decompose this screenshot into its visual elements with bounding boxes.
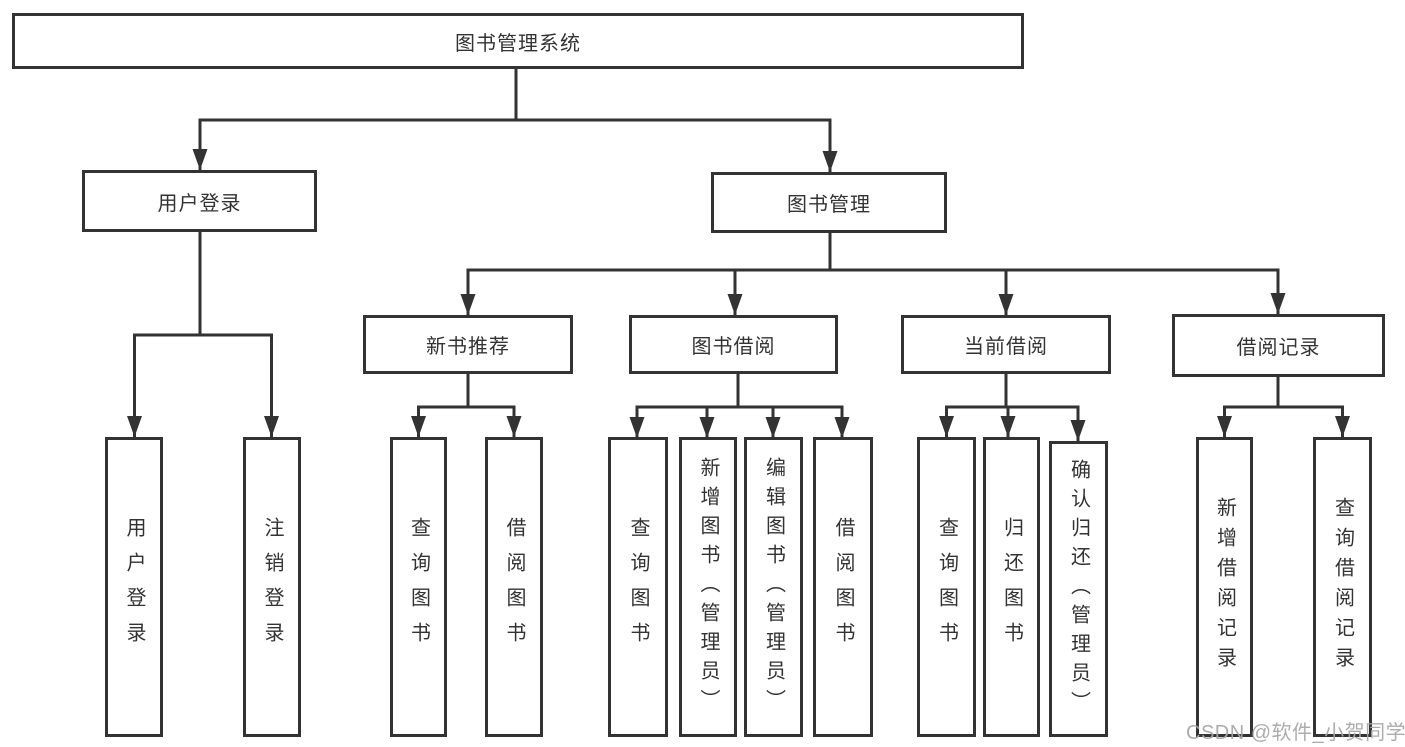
node-label: 图书管理系统 — [455, 32, 581, 55]
leaf-return-books: 归还图书 — [983, 437, 1040, 737]
arrow-down-icon — [765, 417, 781, 438]
leaf-user-login: 用户登录 — [105, 437, 163, 737]
arrow-down-icon — [1217, 416, 1232, 437]
arrow-down-icon — [264, 416, 279, 437]
node-label: 用户登录 — [123, 517, 145, 657]
arrow-down-icon — [1070, 420, 1086, 441]
arrow-down-icon — [1335, 416, 1350, 437]
leaf-borrow-books-recommend: 借阅图书 — [485, 437, 543, 737]
node-label: 查询图书 — [407, 517, 430, 657]
node-label: 确认归还（管理员） — [1067, 458, 1090, 720]
node-label: 新增借阅记录 — [1213, 497, 1236, 677]
arrow-down-icon — [127, 416, 142, 437]
node-user-login: 用户登录 — [82, 170, 317, 232]
arrow-down-icon — [1000, 416, 1016, 437]
node-label: 归还图书 — [1000, 517, 1023, 657]
arrow-down-icon — [411, 416, 426, 437]
leaf-logout: 注销登录 — [243, 437, 301, 737]
arrow-down-icon — [939, 416, 954, 437]
node-borrowing-records: 借阅记录 — [1172, 314, 1385, 377]
arrow-down-icon — [727, 294, 743, 315]
leaf-add-books-admin: 新增图书（管理员） — [679, 437, 737, 737]
arrow-down-icon — [629, 417, 645, 438]
leaf-confirm-return-admin: 确认归还（管理员） — [1049, 441, 1108, 737]
node-label: 借阅图书 — [503, 517, 525, 657]
arrow-down-icon — [699, 417, 715, 438]
node-current-borrowing: 当前借阅 — [901, 315, 1111, 374]
arrow-down-icon — [192, 149, 208, 170]
node-label: 查询图书 — [627, 517, 649, 657]
node-label: 借阅记录 — [1236, 337, 1321, 359]
leaf-query-borrow-record: 查询借阅记录 — [1313, 437, 1372, 737]
leaf-query-books-recommend: 查询图书 — [390, 437, 447, 737]
node-book-management: 图书管理 — [711, 172, 947, 233]
node-label: 图书借阅 — [691, 336, 776, 358]
arrow-down-icon — [1270, 293, 1286, 314]
arrow-down-icon — [460, 294, 476, 315]
arrow-down-icon — [506, 416, 522, 437]
node-label: 图书管理 — [787, 194, 871, 216]
arrow-down-icon — [998, 294, 1014, 315]
leaf-query-books-current: 查询图书 — [917, 437, 976, 737]
leaf-add-borrow-record: 新增借阅记录 — [1196, 437, 1253, 737]
node-label: 当前借阅 — [964, 336, 1048, 358]
node-label: 新书推荐 — [426, 336, 510, 358]
node-label: 注销登录 — [261, 517, 283, 657]
node-new-book-recommendation: 新书推荐 — [363, 315, 573, 374]
watermark: CSDN @软件_小贺同学 — [1186, 722, 1405, 744]
node-root-system: 图书管理系统 — [12, 13, 1024, 69]
arrow-down-icon — [834, 417, 850, 438]
node-label: 新增图书（管理员） — [697, 456, 719, 718]
tree-connectors — [133, 69, 1344, 441]
node-label: 借阅图书 — [832, 517, 854, 657]
node-book-borrowing: 图书借阅 — [629, 315, 838, 374]
leaf-borrow-books-borrowing: 借阅图书 — [813, 437, 873, 737]
node-label: 查询借阅记录 — [1331, 497, 1354, 677]
node-label: 编辑图书（管理员） — [762, 456, 785, 718]
node-label: 查询图书 — [935, 517, 958, 657]
node-label: 用户登录 — [157, 192, 242, 215]
leaf-edit-books-admin: 编辑图书（管理员） — [744, 437, 803, 737]
leaf-query-books-borrowing: 查询图书 — [608, 437, 668, 737]
arrow-down-icon — [822, 151, 838, 172]
